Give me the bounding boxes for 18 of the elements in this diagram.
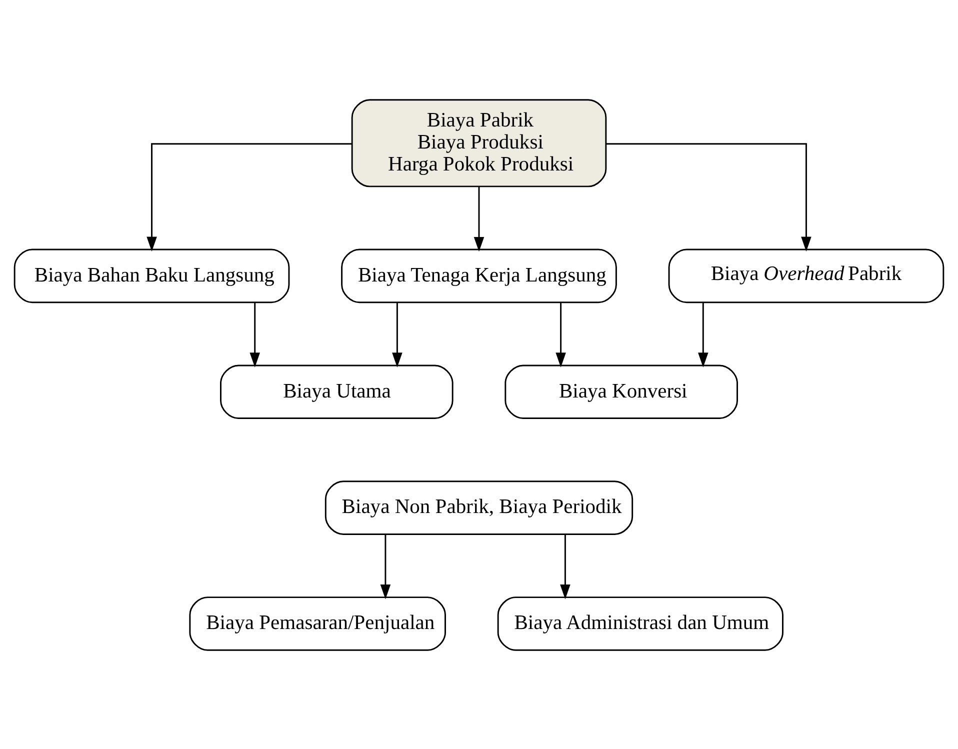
arrow [556, 302, 566, 367]
arrow [474, 186, 484, 252]
node-box: Biaya Administrasi dan Umum [497, 596, 784, 650]
node-box: Biaya Bahan Baku Langsung [14, 248, 290, 303]
arrow [380, 534, 391, 599]
arrow [250, 302, 260, 367]
arrow [606, 142, 812, 251]
node-box: Biaya Pabrik Biaya Produksi Harga Pokok Produksi [351, 98, 607, 187]
node-box: Biaya Konversi [504, 364, 738, 419]
node-box: Biaya Utama [220, 364, 454, 419]
arrow [392, 302, 402, 367]
arrow [146, 142, 352, 251]
node-box: Biaya Pemasaran/Penjualan [189, 596, 446, 650]
arrow [698, 302, 708, 367]
node-box: Biaya Non Pabrik, Biaya Periodik [324, 480, 634, 534]
arrow [560, 534, 570, 599]
node-box: Biaya Overhead Pabrik [668, 248, 944, 303]
node-box: Biaya Tenaga Kerja Langsung [341, 248, 617, 303]
